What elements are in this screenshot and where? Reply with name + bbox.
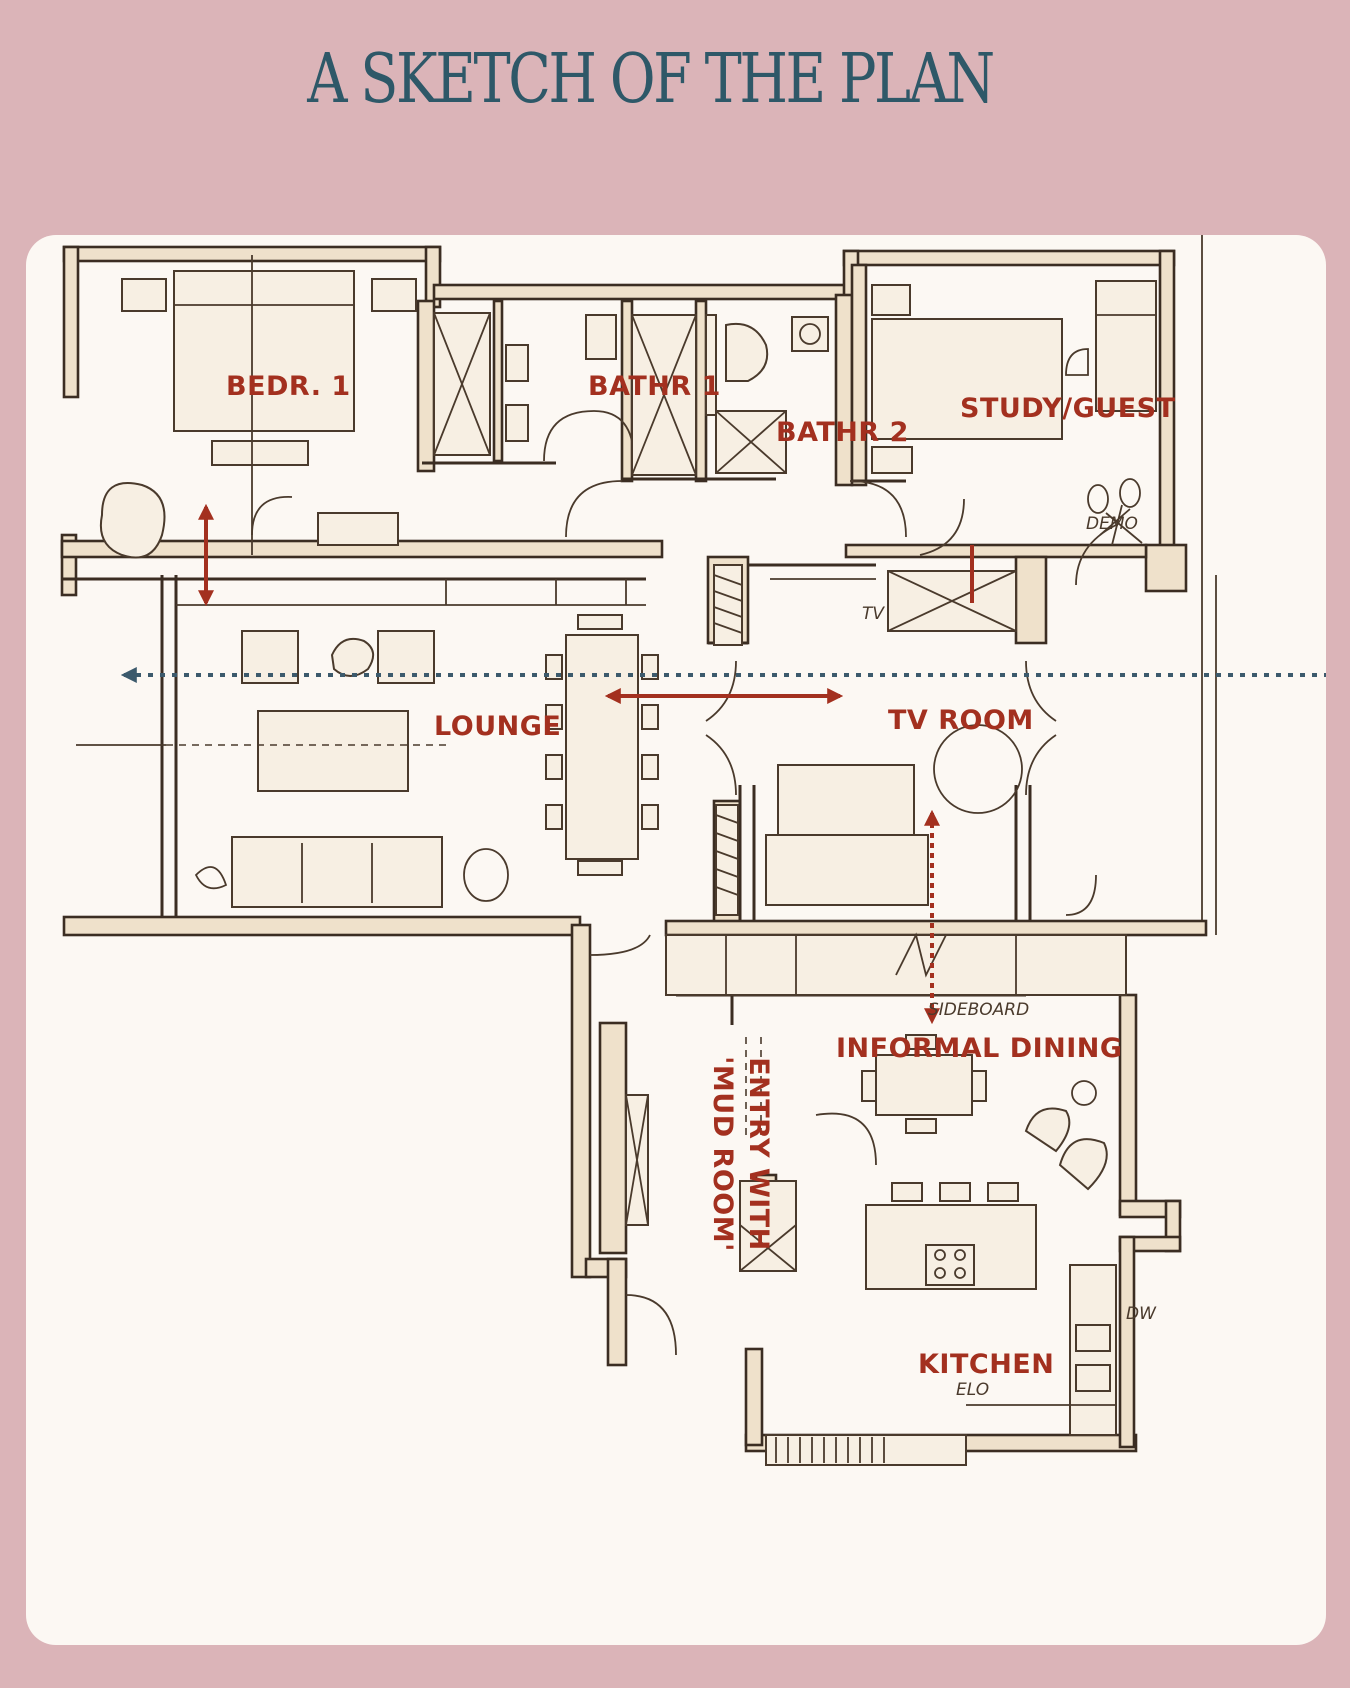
bathroom-2-fixtures	[565, 316, 907, 538]
floor-plan-card: BEDR. 1 BATHR 1 BATHR 2 STUDY/GUEST LOUN…	[26, 235, 1326, 1645]
room-label-kitchen: KITCHEN	[918, 1349, 1054, 1380]
room-label-bedroom-1: BEDR. 1	[226, 371, 351, 402]
room-label-bathroom-2: BATHR 2	[776, 417, 909, 448]
tv-room-furniture	[765, 578, 1023, 906]
room-label-tv-room: TV ROOM	[888, 705, 1034, 736]
bathroom-1-fixtures	[433, 312, 697, 476]
hatched-walls	[705, 314, 967, 1466]
bedroom-furniture	[100, 255, 417, 559]
room-label-entry-line2: 'MUD ROOM'	[707, 1056, 738, 1252]
floor-plan-sketch: BEDR. 1 BATHR 1 BATHR 2 STUDY/GUEST LOUN…	[60, 235, 1326, 1466]
dining-kitchen-furniture	[589, 874, 1127, 1436]
page-title: A SKETCH OF THE PLAN	[307, 40, 995, 119]
note-elo: ELO	[956, 1380, 989, 1400]
note-tv: TV	[862, 604, 885, 624]
room-label-study-guest: STUDY/GUEST	[960, 393, 1176, 424]
room-label-informal-dining: INFORMAL DINING	[836, 1033, 1123, 1064]
note-sideboard: SIDEBOARD	[928, 1000, 1029, 1020]
note-demo: DEMO	[1086, 514, 1138, 534]
room-label-lounge: LOUNGE	[434, 711, 561, 742]
room-label-bathroom-1: BATHR 1	[588, 371, 721, 402]
design-arrows	[198, 503, 974, 1025]
note-dw: DW	[1126, 1304, 1157, 1324]
room-label-entry-line1: ENTRY WITH	[743, 1057, 774, 1251]
room-label-entry: ENTRY WITH 'MUD ROOM'	[707, 1056, 774, 1252]
study-furniture	[871, 280, 1157, 632]
